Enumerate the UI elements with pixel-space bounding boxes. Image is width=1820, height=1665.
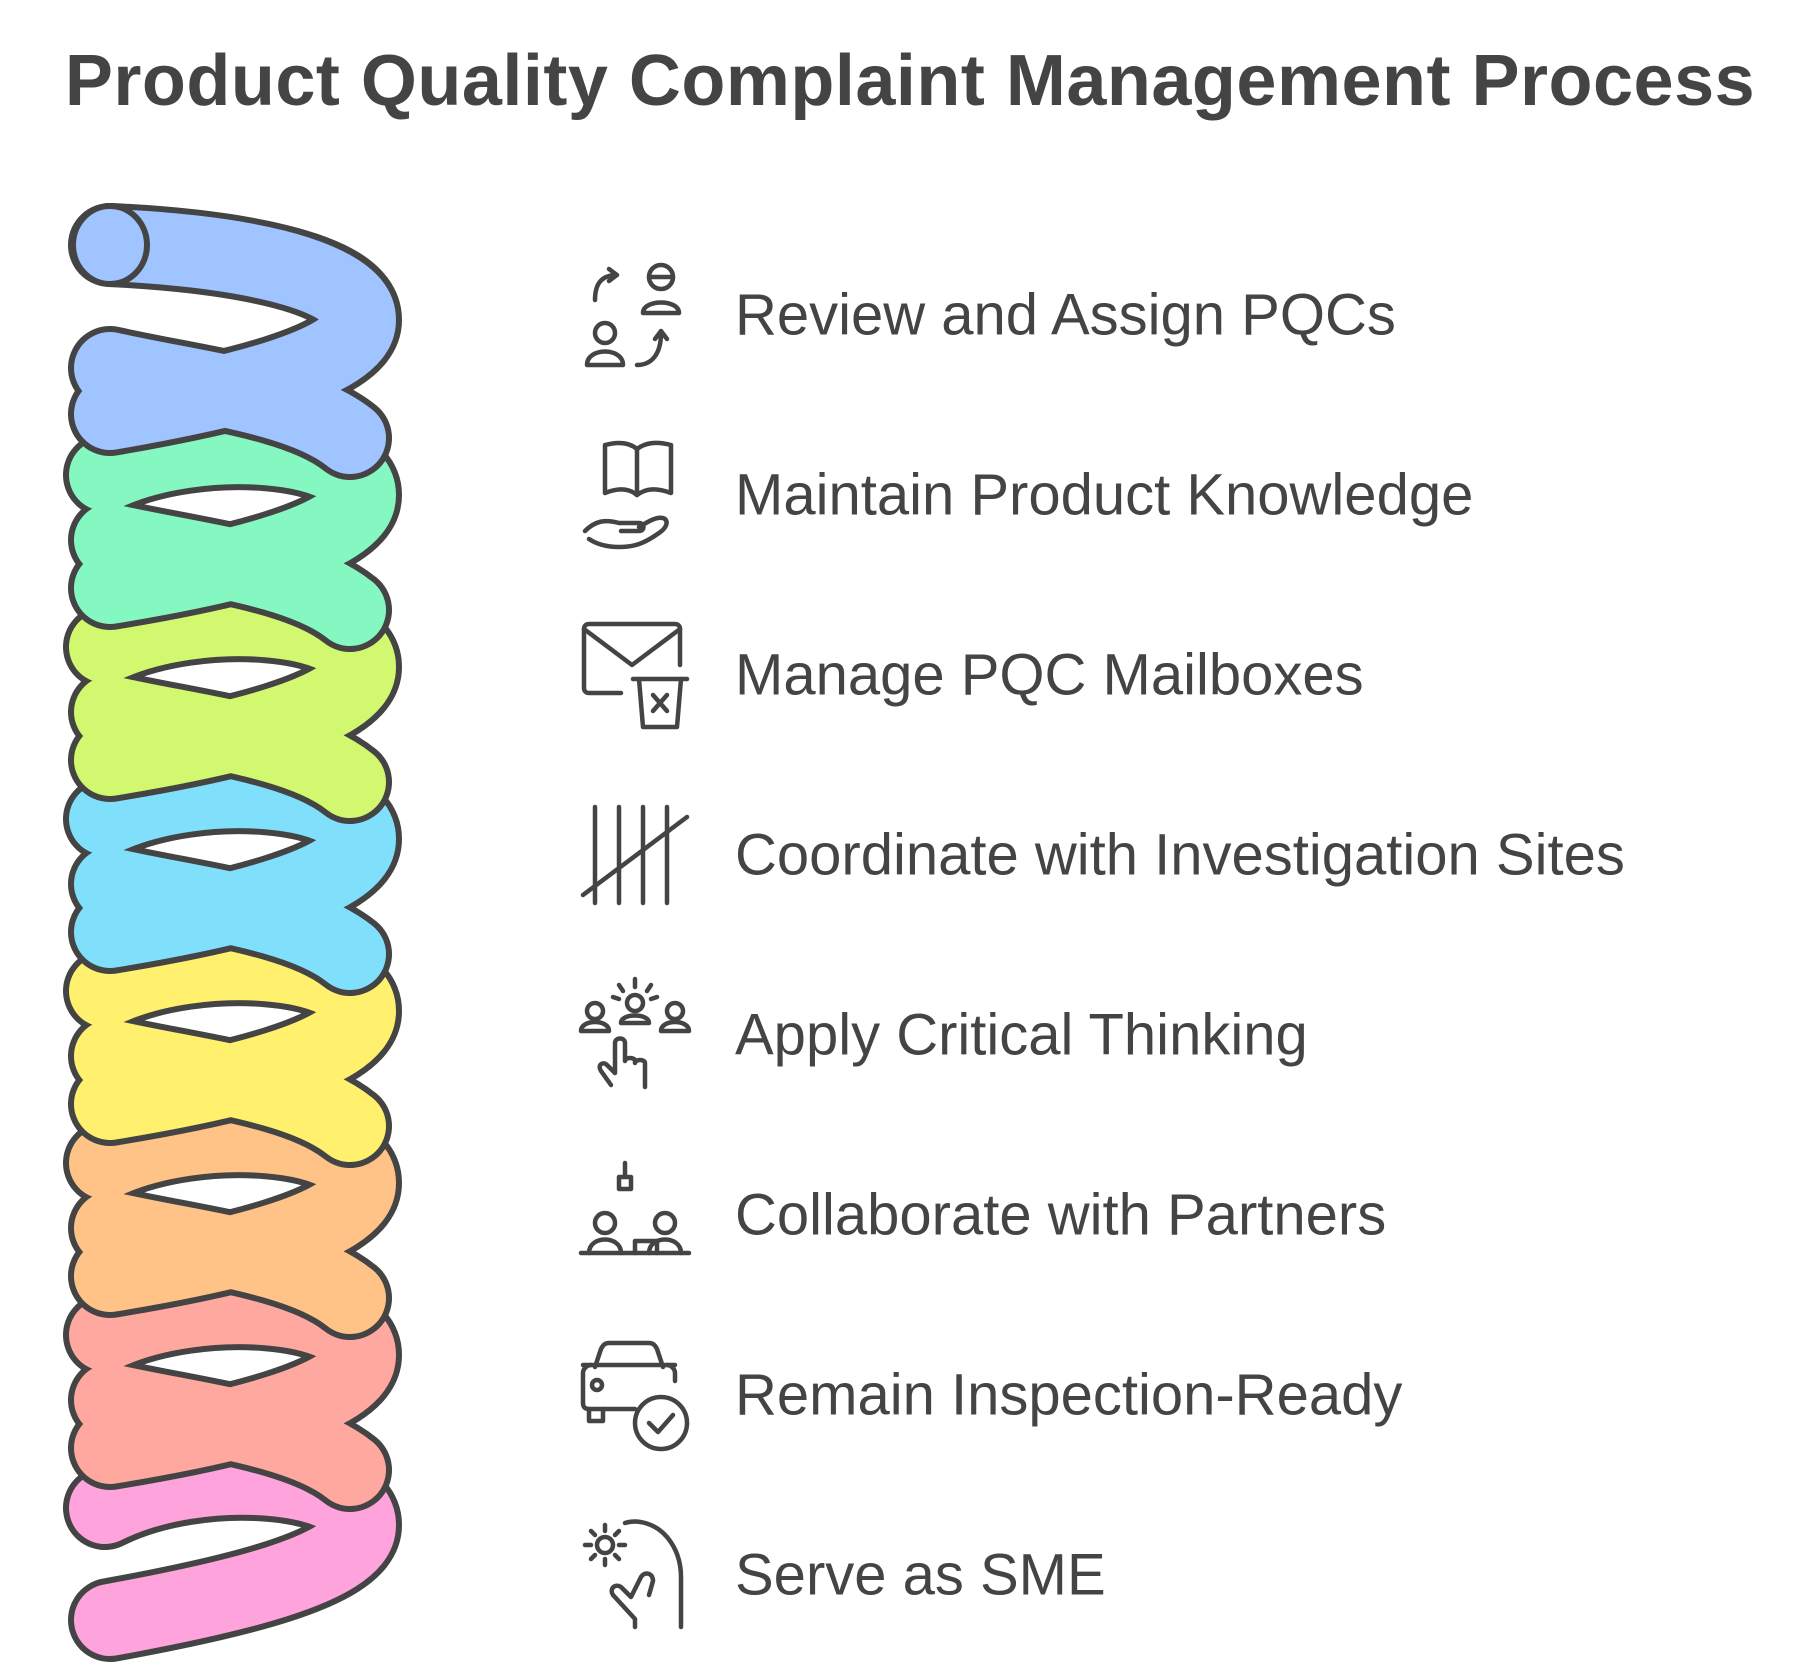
step-8: Serve as SME bbox=[575, 1515, 1775, 1635]
step-label: Coordinate with Investigation Sites bbox=[735, 822, 1625, 888]
coil-end-cap bbox=[70, 203, 150, 287]
step-5: Apply Critical Thinking bbox=[575, 975, 1775, 1095]
reassign-people-icon bbox=[584, 262, 682, 368]
step-label: Remain Inspection-Ready bbox=[735, 1362, 1403, 1428]
coil-segment-6 bbox=[63, 1094, 402, 1340]
car-check-icon bbox=[580, 1340, 690, 1452]
step-3: Manage PQC Mailboxes bbox=[575, 615, 1775, 735]
step-label: Manage PQC Mailboxes bbox=[735, 642, 1364, 708]
team-select-icon bbox=[578, 976, 692, 1090]
coil-segment-7 bbox=[63, 1266, 402, 1512]
step-label: Review and Assign PQCs bbox=[735, 282, 1396, 348]
meeting-desk-icon bbox=[578, 1160, 692, 1256]
step-7: Remain Inspection-Ready bbox=[575, 1335, 1775, 1455]
step-2: Maintain Product Knowledge bbox=[575, 435, 1775, 555]
step-1: Review and Assign PQCs bbox=[575, 255, 1775, 375]
step-label: Serve as SME bbox=[735, 1542, 1106, 1608]
gear-hand-icon bbox=[582, 1519, 684, 1630]
mail-delete-icon bbox=[581, 621, 690, 730]
coil-segment-4 bbox=[63, 750, 402, 996]
coil-segment-5 bbox=[63, 922, 402, 1168]
coil-segment-2 bbox=[63, 406, 402, 652]
step-label: Collaborate with Partners bbox=[735, 1182, 1387, 1248]
step-label: Maintain Product Knowledge bbox=[735, 462, 1474, 528]
step-4: Coordinate with Investigation Sites bbox=[575, 795, 1775, 915]
book-in-hand-icon bbox=[582, 440, 674, 550]
tally-marks-icon bbox=[580, 804, 690, 906]
page-title: Product Quality Complaint Management Pro… bbox=[64, 41, 1756, 121]
coil-segment-1 bbox=[68, 203, 402, 480]
coil-segment-8 bbox=[63, 1436, 402, 1662]
step-label: Apply Critical Thinking bbox=[735, 1002, 1308, 1068]
coil-segment-3 bbox=[63, 578, 402, 824]
spring-coil bbox=[63, 203, 402, 1662]
step-6: Collaborate with Partners bbox=[575, 1155, 1775, 1275]
